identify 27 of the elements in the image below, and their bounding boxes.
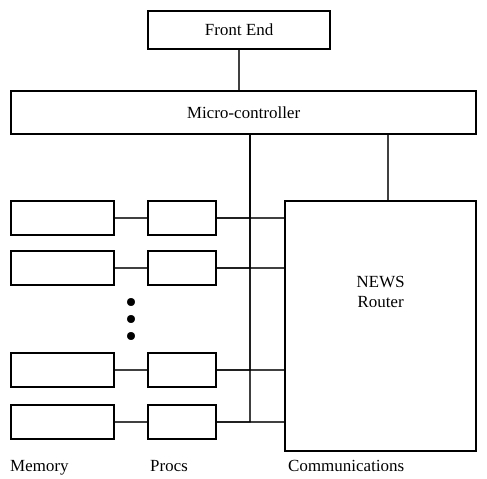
column-label: Memory: [10, 456, 69, 476]
column-label: Procs: [150, 456, 188, 476]
column-label: Communications: [288, 456, 404, 476]
connector-line: [115, 267, 147, 269]
empty-box: [147, 250, 217, 286]
connector-line: [115, 369, 147, 371]
empty-box: [10, 404, 115, 440]
box-label: Front End: [204, 20, 274, 40]
component-box: [284, 200, 477, 452]
connector-line: [217, 421, 284, 423]
connector-line: [217, 217, 284, 219]
empty-box: [10, 250, 115, 286]
connector-line: [115, 217, 147, 219]
connector-line: [387, 135, 389, 200]
component-box: [10, 90, 477, 135]
connector-line: [238, 50, 240, 90]
connector-line: [217, 267, 284, 269]
empty-box: [147, 404, 217, 440]
empty-box: [147, 352, 217, 388]
connector-line: [217, 369, 284, 371]
empty-box: [147, 200, 217, 236]
box-label: NEWS Router: [355, 272, 406, 312]
box-label: Micro-controller: [186, 102, 300, 122]
connector-line: [115, 421, 147, 423]
component-box: [147, 10, 331, 50]
empty-box: [10, 200, 115, 236]
empty-box: [10, 352, 115, 388]
